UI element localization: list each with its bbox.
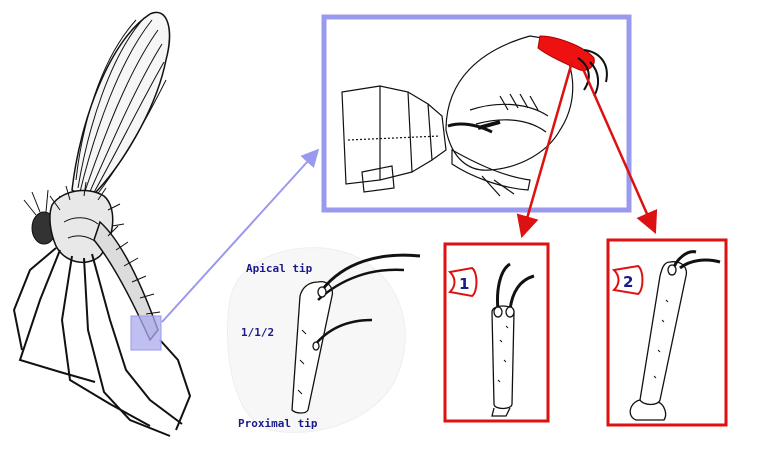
insect-illustration <box>12 11 192 437</box>
zoom-arrow <box>161 148 320 323</box>
wing <box>71 11 171 201</box>
segment-diagram <box>226 247 421 433</box>
badge-1-number: 1 <box>459 275 469 293</box>
callout-arrow-1 <box>516 61 574 239</box>
abdomen-tip-highlight <box>130 315 162 351</box>
label-proximal-tip: Proximal tip <box>238 417 318 430</box>
gonostylus-highlight <box>537 35 595 71</box>
gonostylus-setae <box>577 49 608 97</box>
badge-1: 1 <box>447 266 478 298</box>
legs <box>12 247 192 437</box>
badge-2-number: 2 <box>623 273 633 291</box>
terminalia-illustration <box>341 35 574 197</box>
badge-2: 2 <box>611 264 644 296</box>
label-apical-tip: Apical tip <box>246 262 313 275</box>
segment-variant-2 <box>629 250 721 421</box>
callout-arrow-2 <box>578 61 658 235</box>
label-ratio: 1/1/2 <box>241 326 274 339</box>
segment-variant-1 <box>491 262 535 417</box>
